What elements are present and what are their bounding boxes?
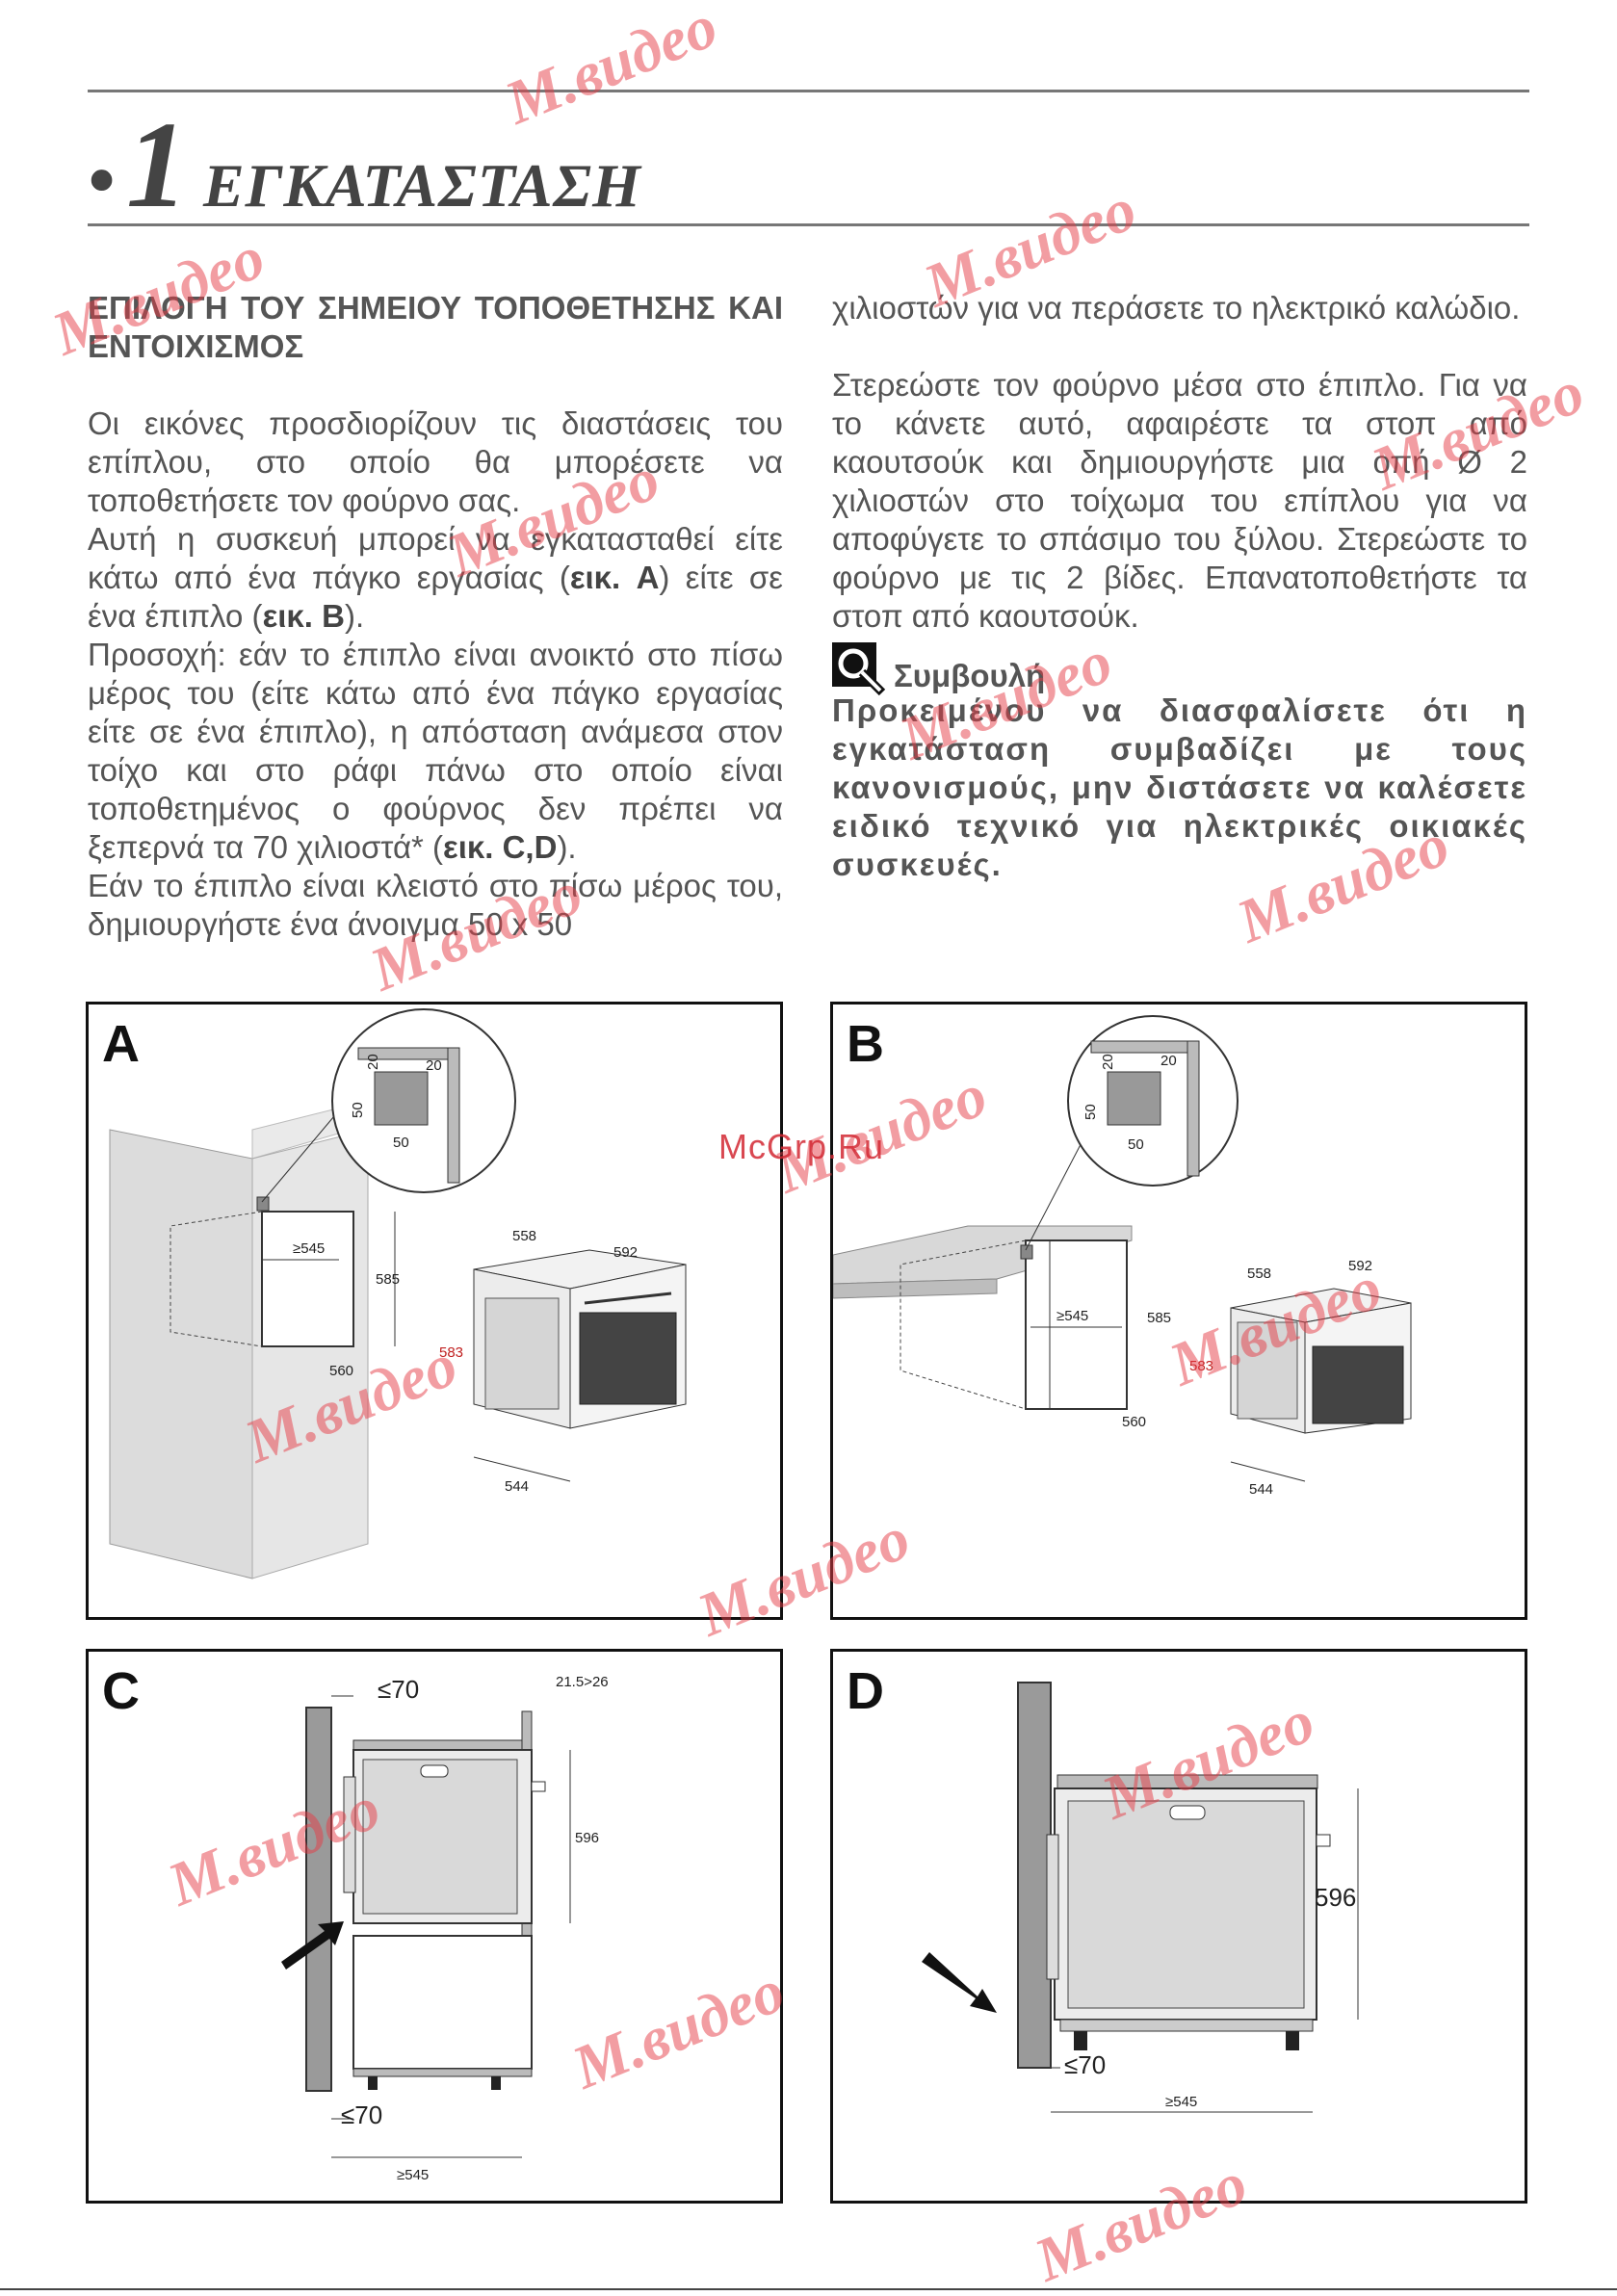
- paragraph-fixing: Στερεώστε τον φούρνο μέσα στο έπιπλο. Γι…: [832, 367, 1527, 634]
- paragraph-opening: Εάν το έπιπλο είναι κλειστό στο πίσω μέρ…: [88, 868, 783, 942]
- figure-b-label: B: [847, 1015, 884, 1073]
- magnifier-icon: [832, 642, 888, 698]
- paragraph-placement: Αυτή η συσκευή μπορεί να εγκατασταθεί εί…: [88, 521, 783, 634]
- section-heading: ΕΓΚΑΤΑΣΤΑΣΗ: [203, 151, 641, 220]
- tip-header: Συμβουλή: [832, 642, 1527, 696]
- section-title: • 1 ΕΓΚΑΤΑΣΤΑΣΗ: [88, 94, 641, 233]
- tip-title: Συμβουλή: [894, 658, 1046, 693]
- left-column: ΕΠΙΛΟΓΗ ΤΟΥ ΣΗΜΕΙΟΥ ΤΟΠΟΘΕΤΗΣΗΣ ΚΑΙ ΕΝΤΟ…: [88, 289, 783, 944]
- dim-b-detail-50a: 50: [1082, 1104, 1099, 1120]
- dim-b-detail-20b: 20: [1161, 1053, 1177, 1069]
- figure-b-drawing: 20 20 50 50 ≥545 585 560 558 592 583 544: [833, 1015, 1412, 1498]
- figure-d: 596 ≤70 ≥545 D: [830, 1649, 1527, 2204]
- dim-d-height: 596: [1315, 1883, 1356, 1912]
- figure-ref-b: εικ. B: [262, 598, 345, 634]
- dim-b-niche-width: 560: [1122, 1414, 1146, 1430]
- bottom-rule: [0, 2288, 1617, 2290]
- dim-b-oven-width: 558: [1247, 1265, 1271, 1282]
- right-column: χιλιοστών για να περάσετε το ηλεκτρικό κ…: [832, 289, 1527, 884]
- dim-c-bottom-gap: ≤70: [341, 2100, 382, 2129]
- dim-b-oven-base: 544: [1249, 1481, 1273, 1498]
- dim-b-detail-50b: 50: [1128, 1136, 1144, 1153]
- dim-a-niche-height: 585: [376, 1271, 400, 1288]
- figure-ref-a: εικ. A: [569, 560, 660, 595]
- dim-a-detail-20a: 20: [365, 1054, 381, 1070]
- dim-c-top-gap: ≤70: [378, 1675, 419, 1704]
- dim-b-niche-depth: ≥545: [1056, 1308, 1088, 1324]
- dim-a-oven-depth: 592: [613, 1244, 638, 1261]
- subsection-heading: ΕΠΙΛΟΓΗ ΤΟΥ ΣΗΜΕΙΟΥ ΤΟΠΟΘΕΤΗΣΗΣ ΚΑΙ ΕΝΤΟ…: [88, 290, 783, 364]
- section-bullet: •: [88, 139, 116, 223]
- figure-d-drawing: 596 ≤70 ≥545: [922, 1682, 1359, 2113]
- section-number: 1: [126, 96, 189, 233]
- dim-b-niche-height: 585: [1147, 1310, 1171, 1326]
- dim-a-detail-50a: 50: [350, 1102, 366, 1118]
- figure-b: 20 20 50 50 ≥545 585 560 558 592 583 544…: [830, 1002, 1527, 1620]
- figure-c-label: C: [102, 1662, 140, 1720]
- tip-text: Προκειμένου να διασφαλίσετε ότι η εγκατά…: [832, 692, 1527, 882]
- figure-d-label: D: [847, 1662, 884, 1720]
- dim-a-oven-height: 583: [439, 1344, 463, 1361]
- dim-c-depth: ≥545: [397, 2167, 429, 2183]
- dim-a-oven-width: 558: [512, 1228, 536, 1244]
- paragraph-cable: χιλιοστών για να περάσετε το ηλεκτρικό κ…: [832, 290, 1521, 326]
- figure-a: 20 20 50 50 ≥545 585 560 558 592 583 544…: [86, 1002, 783, 1620]
- dim-c-top-range: 21.5>26: [556, 1674, 609, 1690]
- dim-a-niche-depth: ≥545: [293, 1240, 325, 1257]
- dim-d-depth: ≥545: [1165, 2094, 1197, 2110]
- figure-c: ≤70 21.5>26 596 ≤70 ≥545 C: [86, 1649, 783, 2204]
- top-rule: [88, 90, 1529, 92]
- paragraph-warning: Προσοχή: εάν το έπιπλο είναι ανοικτό στο…: [88, 637, 783, 865]
- figure-a-label: A: [102, 1015, 140, 1073]
- dim-b-oven-height: 583: [1189, 1358, 1213, 1374]
- watermark-url: McGrp.Ru: [718, 1127, 885, 1166]
- figure-ref-cd: εικ. C,D: [443, 829, 558, 865]
- dim-b-oven-depth: 592: [1348, 1258, 1372, 1274]
- dim-c-height: 596: [575, 1830, 599, 1846]
- dim-a-oven-base: 544: [505, 1478, 529, 1495]
- figure-a-drawing: 20 20 50 50 ≥545 585 560 558 592 583 544: [109, 1008, 687, 1579]
- dim-d-gap: ≤70: [1064, 2050, 1106, 2079]
- dim-b-detail-20a: 20: [1100, 1054, 1116, 1070]
- dim-a-niche-width: 560: [329, 1363, 353, 1379]
- dim-a-detail-20b: 20: [426, 1057, 442, 1074]
- figure-c-drawing: ≤70 21.5>26 596 ≤70 ≥545: [281, 1674, 609, 2183]
- paragraph-intro: Οι εικόνες προσδιορίζουν τις διαστάσεις …: [88, 405, 783, 518]
- dim-a-detail-50b: 50: [393, 1135, 409, 1151]
- title-underline: [88, 223, 1529, 226]
